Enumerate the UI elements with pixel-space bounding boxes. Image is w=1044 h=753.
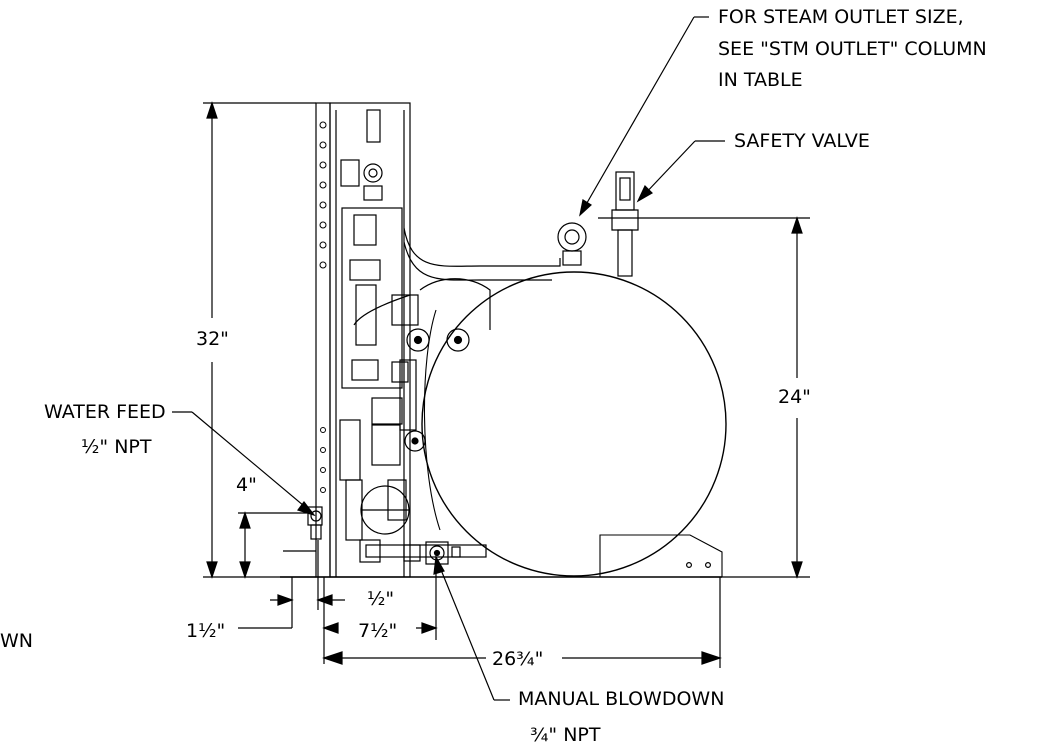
dimension-label-1-half: 1½" (186, 620, 226, 642)
manual-blowdown-size: ¾" NPT (530, 724, 601, 746)
dimension-26-three-quarter-inch (322, 577, 722, 668)
safety-valve-fitting (611, 171, 639, 277)
steam-outlet-callout-line-2: SEE "STM OUTLET" COLUMN (718, 38, 987, 60)
water-feed-callout: WATER FEED (44, 401, 166, 423)
safety-valve-callout: SAFETY VALVE (734, 130, 870, 152)
dimension-label-32: 32" (196, 328, 229, 350)
leader-steam-outlet (579, 16, 709, 217)
dimension-label-4: 4" (236, 474, 257, 496)
water-feed-size: ½" NPT (81, 436, 152, 458)
base-line (280, 534, 723, 578)
steam-piping (353, 227, 561, 431)
dimension-32-inch (203, 101, 316, 579)
dimension-label-24: 24" (778, 386, 811, 408)
dimension-7-half-inch (322, 560, 438, 664)
leader-manual-blowdown (433, 555, 510, 701)
dimension-4-inch (238, 511, 316, 579)
boiler-vessel (421, 271, 727, 577)
dimension-label-half: ½" (367, 588, 395, 610)
leader-safety-valve (636, 140, 725, 203)
dimension-24-inch (598, 216, 810, 579)
water-feed-fitting (307, 506, 323, 540)
leader-water-feed (172, 411, 316, 517)
dimension-1-half-inch (238, 540, 345, 629)
manual-blowdown-callout: MANUAL BLOWDOWN (518, 688, 725, 710)
cut-off-callout-fragment: WN (0, 630, 33, 652)
steam-outlet-fitting (557, 222, 587, 266)
dimension-label-26-three-quarter: 26¾" (492, 648, 544, 670)
control-cabinet (315, 102, 487, 578)
steam-outlet-callout-line-1: FOR STEAM OUTLET SIZE, (718, 6, 964, 28)
steam-outlet-callout-line-3: IN TABLE (718, 69, 803, 91)
dimension-label-7-half: 7½" (358, 620, 398, 642)
